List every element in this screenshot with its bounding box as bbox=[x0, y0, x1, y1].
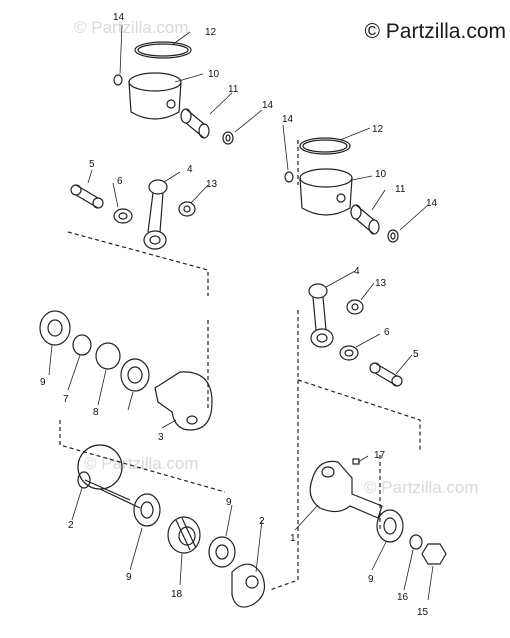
washer-right bbox=[409, 534, 423, 550]
main-bearing-left bbox=[39, 310, 71, 346]
crank-half-lower-left bbox=[77, 444, 141, 509]
callout-9: 9 bbox=[40, 377, 46, 388]
callout-3: 3 bbox=[158, 432, 164, 443]
callout-4: 4 bbox=[187, 164, 193, 175]
callout-2: 2 bbox=[68, 520, 74, 531]
snap-ring-left bbox=[95, 342, 121, 370]
seal-ring-left bbox=[72, 334, 92, 356]
crank-end-lower bbox=[231, 563, 265, 608]
callout-1: 1 bbox=[290, 533, 296, 544]
callout-6: 6 bbox=[117, 176, 123, 187]
callout-2: 2 bbox=[259, 516, 265, 527]
wrist-pin-bearing-right bbox=[346, 299, 364, 315]
callout-9: 9 bbox=[368, 574, 374, 585]
callout-6: 6 bbox=[384, 327, 390, 338]
needle-bearing-left bbox=[113, 208, 133, 224]
callout-17: 17 bbox=[374, 450, 386, 461]
crank-pin-right bbox=[369, 362, 403, 387]
crank-pin-left bbox=[70, 184, 104, 209]
nut-right bbox=[421, 543, 447, 565]
callout-13: 13 bbox=[206, 179, 218, 190]
callout-4: 4 bbox=[354, 266, 360, 277]
watermark: © Partzilla.com bbox=[74, 18, 189, 37]
piston-pin-right bbox=[350, 204, 380, 235]
crank-half-left bbox=[154, 371, 213, 431]
piston-left bbox=[128, 72, 182, 120]
callout-10: 10 bbox=[208, 69, 220, 80]
wrist-pin-bearing-left bbox=[178, 201, 196, 217]
watermark: © Partzilla.com bbox=[84, 454, 199, 473]
main-bearing-lower-2 bbox=[208, 536, 236, 568]
callout-14: 14 bbox=[262, 100, 274, 111]
callout-9: 9 bbox=[126, 572, 132, 583]
copyright-notice: © Partzilla.com bbox=[364, 20, 506, 43]
callout-18: 18 bbox=[171, 589, 183, 600]
circlip-left-b bbox=[222, 131, 234, 145]
watermark: © Partzilla.com bbox=[364, 478, 479, 497]
callout-14: 14 bbox=[282, 114, 294, 125]
callout-11: 11 bbox=[228, 84, 239, 95]
piston-pin-left bbox=[180, 108, 210, 139]
callout-16: 16 bbox=[397, 592, 409, 603]
piston-right bbox=[299, 168, 353, 216]
callout-9: 9 bbox=[226, 497, 232, 508]
callout-11: 11 bbox=[395, 184, 406, 195]
main-bearing-right bbox=[376, 509, 404, 543]
piston-ring-right bbox=[299, 137, 351, 155]
connecting-rod-right bbox=[308, 283, 334, 348]
callout-14: 14 bbox=[113, 12, 125, 23]
piston-ring-left bbox=[134, 41, 192, 59]
callout-12: 12 bbox=[205, 27, 217, 38]
callout-8: 8 bbox=[93, 407, 99, 418]
crankshaft-right bbox=[309, 460, 383, 519]
callout-15: 15 bbox=[417, 607, 429, 618]
callout-13: 13 bbox=[375, 278, 387, 289]
callout-14: 14 bbox=[426, 198, 438, 209]
callout-7: 7 bbox=[63, 394, 69, 405]
center-bearing bbox=[167, 516, 201, 554]
circlip-left-a bbox=[113, 74, 123, 86]
circlip-right-a bbox=[284, 171, 294, 183]
connecting-rod-left bbox=[143, 179, 168, 250]
main-bearing-left-2 bbox=[120, 358, 150, 392]
main-bearing-lower bbox=[133, 493, 161, 527]
circlip-right-b bbox=[387, 229, 399, 243]
callout-5: 5 bbox=[89, 159, 95, 170]
needle-bearing-right bbox=[339, 345, 359, 361]
callout-12: 12 bbox=[372, 124, 384, 135]
callout-5: 5 bbox=[413, 349, 419, 360]
callout-10: 10 bbox=[375, 169, 387, 180]
